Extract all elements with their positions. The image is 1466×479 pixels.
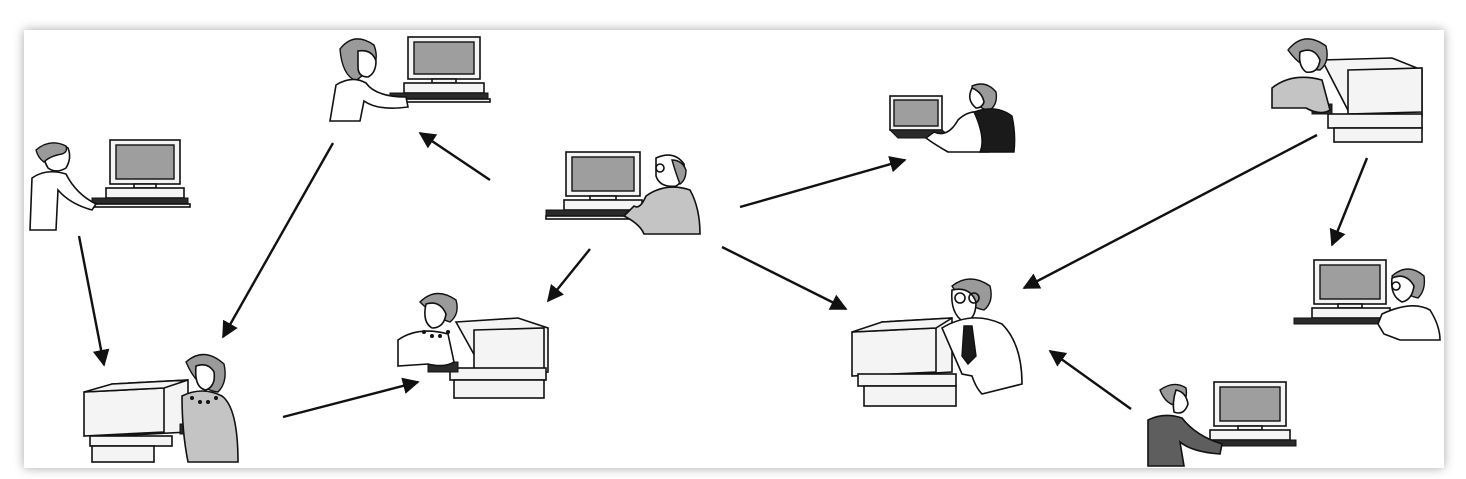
edge-n10-n7	[1048, 350, 1132, 410]
node-n2	[329, 36, 491, 122]
node-n1	[29, 139, 191, 231]
edge-n3-n4	[282, 377, 420, 419]
edge-n5-n7	[721, 245, 848, 311]
person-icon	[940, 278, 1023, 395]
node-n5	[545, 151, 701, 235]
person-icon	[1271, 38, 1331, 114]
edge-n5-n2	[418, 132, 491, 181]
laptop-icon	[888, 95, 954, 139]
person-icon	[29, 142, 98, 231]
node-n4	[397, 292, 549, 399]
edge-n2-n3	[221, 142, 335, 339]
person-icon	[329, 38, 409, 122]
person-icon	[397, 292, 458, 367]
person-icon	[622, 154, 701, 235]
person-icon	[181, 353, 239, 463]
node-n3	[83, 353, 239, 463]
workstation-icon	[545, 151, 647, 220]
node-n7	[851, 278, 1023, 407]
person-icon	[1377, 268, 1441, 341]
workstation-icon	[1311, 57, 1423, 143]
edge-n1-n3	[77, 235, 110, 367]
node-n6	[888, 83, 1016, 153]
edge-n8-n9	[1329, 157, 1369, 247]
node-n9	[1293, 259, 1441, 341]
workstation-icon	[851, 317, 957, 407]
node-n8	[1271, 38, 1423, 143]
network-diagram	[24, 30, 1444, 468]
workstation-icon	[387, 36, 491, 103]
person-icon	[924, 83, 1016, 153]
workstation-icon	[1293, 259, 1395, 325]
edge-n5-n6	[739, 156, 907, 209]
person-icon	[1147, 383, 1223, 467]
workstation-icon	[427, 317, 549, 399]
edge-n5-n4	[546, 248, 591, 303]
workstation-icon	[1195, 381, 1297, 447]
diagram-svg	[29, 36, 1441, 467]
edges	[77, 132, 1369, 419]
edge-n8-n7	[1022, 133, 1318, 290]
workstation-icon	[89, 139, 191, 208]
node-n10	[1147, 381, 1297, 467]
